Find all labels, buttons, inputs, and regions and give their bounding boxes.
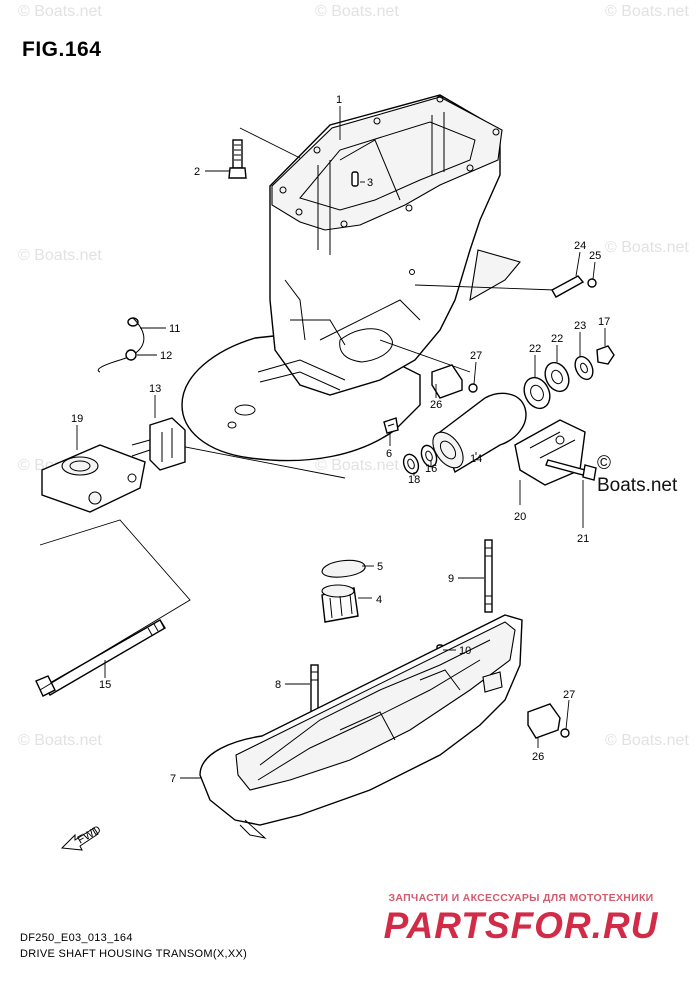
- plate-part-24: [551, 275, 585, 298]
- callout-12: 12: [160, 350, 172, 362]
- screw-part-27-upper: [468, 383, 478, 393]
- callout-5: 5: [377, 561, 383, 573]
- callout-1: 1: [336, 94, 342, 106]
- watermark: © Boats.net: [605, 3, 689, 20]
- callout-18: 18: [408, 474, 420, 486]
- watermark: © Boats.net: [18, 3, 102, 20]
- drive-shaft-housing: [169, 94, 556, 479]
- callout-26-lower: 26: [532, 751, 544, 763]
- callout-22: 22: [529, 343, 541, 355]
- callout-20: 20: [514, 511, 526, 523]
- callout-17: 17: [598, 316, 610, 328]
- callout-11: 11: [169, 323, 180, 335]
- callout-13: 13: [149, 383, 161, 395]
- transom-housing-part-7: [199, 614, 523, 839]
- watermark: © Boats.net: [605, 732, 689, 749]
- callout-23: 23: [574, 320, 586, 332]
- callout-15: 15: [99, 679, 111, 691]
- figure-footer: DF250_E03_013_164 DRIVE SHAFT HOUSING TR…: [20, 930, 247, 962]
- callout-16: 16: [425, 463, 437, 475]
- fwd-label: FWD: [76, 824, 104, 847]
- washer-part-23: [574, 355, 594, 381]
- callout-7: 7: [170, 773, 176, 785]
- callout-6: 6: [386, 448, 392, 460]
- callout-layer: 1 2 3 4 5 6 7 8 9 10 11 12 13 14 15 16 1…: [71, 94, 610, 785]
- bushing-part-4: [321, 584, 359, 623]
- callout-3: 3: [367, 177, 373, 189]
- callout-24: 24: [574, 240, 586, 252]
- washer-part-16: [420, 444, 438, 468]
- callout-19: 19: [71, 413, 83, 425]
- wire-clip-part-11: [97, 317, 145, 373]
- pad-part-26-upper: [431, 364, 463, 399]
- long-bolt-part-15: [35, 619, 166, 697]
- callout-14: 14: [470, 453, 482, 465]
- callout-26-upper: 26: [430, 399, 442, 411]
- boats-net-watermark: © Boats.net: [597, 453, 678, 496]
- circlip-part-5: [321, 559, 366, 578]
- shop-logo: PARTSFOR.RU: [383, 905, 659, 946]
- callout-21: 21: [577, 533, 589, 545]
- washer-part-18: [402, 453, 420, 475]
- pad-part-26-lower: [527, 703, 561, 739]
- callout-9: 9: [448, 573, 454, 585]
- figure-title: FIG.164: [22, 38, 102, 61]
- bolt-part-21: [545, 459, 597, 481]
- screw-part-27-lower: [560, 728, 570, 738]
- mount-bracket-part-20: [514, 419, 586, 486]
- figure-caption: DRIVE SHAFT HOUSING TRANSOM(X,XX): [20, 948, 248, 960]
- dowel-pin-part-3: [351, 171, 359, 187]
- watermark: © Boats.net: [315, 457, 399, 474]
- shop-tagline: ЗАПЧАСТИ И АКСЕССУАРЫ ДЛЯ МОТОТЕХНИКИ: [388, 892, 654, 904]
- watermark: © Boats.net: [605, 239, 689, 256]
- terminal-block-part-13: [131, 417, 186, 471]
- screw-part-25: [587, 278, 597, 288]
- callout-10: 10: [459, 645, 471, 657]
- bracket-part-19: [41, 444, 146, 513]
- washer-part-22: [523, 361, 570, 410]
- fwd-arrow-icon: FWD: [60, 824, 104, 851]
- mount-rubber-part-14: [432, 392, 527, 474]
- callout-25: 25: [589, 250, 601, 262]
- screw-part-12: [125, 349, 137, 361]
- stud-part-9: [484, 539, 493, 613]
- callout-8: 8: [275, 679, 281, 691]
- callout-22b: 22: [551, 333, 563, 345]
- bolt-part-2: [228, 139, 247, 179]
- diagram-code: DF250_E03_013_164: [20, 932, 133, 944]
- screw-part-6: [383, 417, 399, 434]
- callout-2: 2: [194, 166, 200, 178]
- watermark: © Boats.net: [315, 3, 399, 20]
- watermark: © Boats.net: [18, 247, 102, 264]
- callout-27-upper: 27: [470, 350, 482, 362]
- callout-27-lower: 27: [563, 689, 575, 701]
- callout-4: 4: [376, 594, 382, 606]
- shop-banner: ЗАПЧАСТИ И АКСЕССУАРЫ ДЛЯ МОТОТЕХНИКИ PA…: [366, 892, 676, 946]
- watermark: © Boats.net: [18, 732, 102, 749]
- nut-part-17: [596, 345, 615, 365]
